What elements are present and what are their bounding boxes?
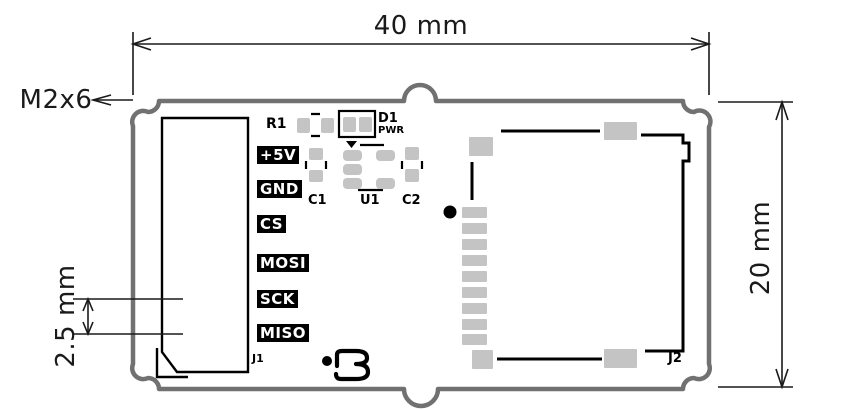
dimension-height-20mm [718,99,793,390]
dimension-width-40mm [130,32,712,95]
board-outline [130,82,713,409]
j1-body [160,116,250,374]
c2-pad [405,147,419,160]
socket-pin-pad [462,207,487,218]
arrowhead-left [130,37,152,51]
footprint-c1 [304,148,328,182]
socket-outline-right [641,133,691,353]
c1-pad [309,148,323,160]
pin-label-cs: CS [257,215,287,233]
d1-silk-box [337,109,377,139]
socket-pin-pad [462,319,487,330]
j1-pin1-corner-mark [155,348,188,379]
d1-pad [343,117,356,132]
board-edge [130,82,713,409]
u1-pad [376,178,395,189]
footprint-c2 [400,147,424,182]
refdes-j2: J2 [668,351,682,366]
u1-silk-lines [358,143,384,192]
pin-label-5v: +5V [257,146,300,164]
arrowhead-bottom [82,321,94,337]
dim-width-label: 40 mm [373,11,469,41]
logo-b-glyph [333,348,371,382]
arrowhead-left [90,94,112,106]
d1-pad [359,117,372,132]
refdes-d1: D1 [378,111,398,126]
arrowhead-top [775,99,789,121]
refdes-c2: C2 [402,193,421,208]
arrowhead-top [82,296,94,312]
connector-j1 [155,116,250,379]
pin-label-miso: MISO [257,324,310,342]
socket-pin-pad [462,239,487,250]
pin-label-sck: SCK [257,290,298,308]
u1-pad [343,164,362,175]
footprint-d1 [337,109,377,139]
dim-height-label: 20 mm [746,200,776,296]
socket-pin-pad [462,255,487,266]
r1-pad [297,118,310,133]
fiducial-dot [443,205,457,219]
c1-pad [309,170,323,182]
refdes-j1: J1 [252,352,264,365]
footprint-r1 [297,112,334,138]
refdes-d1-function: PWR [378,125,405,136]
logo-dot [322,356,332,366]
u1-pad [343,178,362,189]
triangle-pin1-marker [346,141,357,148]
arrowhead-right [690,37,712,51]
r1-pad [321,118,334,133]
u1-pad [376,150,395,161]
u1-pad [343,150,362,161]
socket-pad [604,122,637,140]
socket-pin-pad [462,271,487,282]
refdes-r1: R1 [266,116,287,132]
refdes-u1: U1 [360,193,380,208]
arrowhead-bottom [775,368,789,390]
card-socket-j2 [443,122,691,369]
socket-pin-pad [462,287,487,298]
footprint-u1 [343,141,395,192]
socket-pin-pad [462,334,487,345]
screw-callout-label: M2x6 [19,85,93,115]
leader-m2x6 [90,94,133,106]
pin-label-mosi: MOSI [257,254,310,272]
c2-pad [405,169,419,182]
r1-silk-ticks [311,112,320,138]
socket-pad [472,350,493,369]
b-maker-logo [322,348,371,382]
dim-pitch-label: 2.5 mm [51,264,81,368]
c1-silk-ticks [304,161,328,169]
socket-pad [469,137,493,156]
refdes-c1: C1 [308,193,327,208]
c2-silk-ticks [400,161,424,169]
socket-pin-pad [462,223,487,234]
dimension-pitch-2p5mm [73,296,183,337]
socket-pin-pad [462,303,487,314]
pin-label-gnd: GND [257,180,302,198]
socket-pad [604,349,637,368]
